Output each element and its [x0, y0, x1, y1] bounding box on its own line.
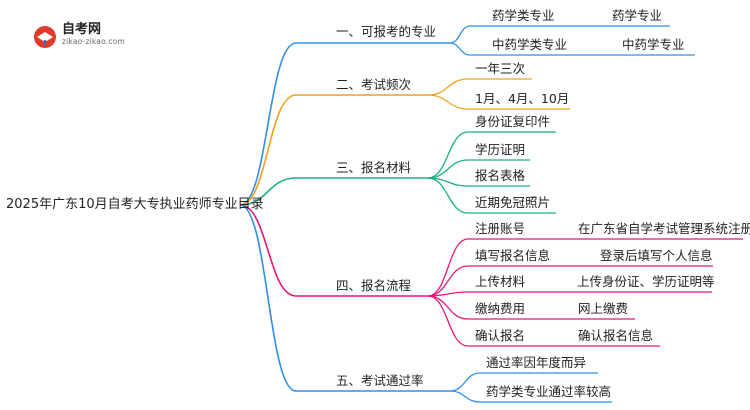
b3-child-1: 身份证复印件: [475, 114, 551, 129]
root-topic: 2025年广东10月自考大专执业药师专业目录: [6, 197, 264, 212]
branch-b5-label: 五、考试通过率: [336, 373, 424, 388]
connector-b2-c1: [427, 78, 532, 96]
connector-b3-c4: [427, 177, 556, 214]
connector-b5-c1: [449, 372, 598, 392]
site-logo: 自考网 zikao-zikao.com: [16, 18, 156, 58]
b5-child-1: 通过率因年度而异: [486, 355, 587, 370]
b4-child-4-note: 网上缴费: [578, 301, 629, 316]
branch-b2-label: 二、考试频次: [336, 77, 412, 92]
connector-b4-c5: [427, 295, 568, 347]
logo-subtitle: zikao-zikao.com: [62, 37, 125, 46]
connector-b3-c3: [427, 177, 530, 187]
logo-mark-icon: [34, 26, 56, 48]
b1-child-2-note: 中药学专业: [622, 37, 685, 52]
branch-b4-label: 四、报名流程: [336, 278, 412, 293]
b4-child-1-note: 在广东省自学考试管理系统注册: [578, 221, 750, 236]
b4-child-4: 缴纳费用: [475, 301, 526, 316]
connector-root-b3: [239, 177, 428, 206]
b4-child-5-note: 确认报名信息: [578, 328, 654, 343]
b1-child-1: 药学类专业: [492, 8, 555, 23]
connector-b4-c3: [427, 291, 568, 297]
connector-b4-c2: [427, 265, 580, 297]
logo-title: 自考网: [62, 22, 102, 37]
connector-b2-c2: [427, 94, 570, 110]
b5-child-2: 药学类专业通过率较高: [486, 384, 612, 399]
connector-root-b1: [239, 42, 450, 206]
b4-child-2: 填写报名信息: [475, 248, 551, 263]
b3-child-4: 近期免冠照片: [475, 195, 551, 210]
connector-b4-c1: [427, 238, 568, 297]
branch-b1-label: 一、可报考的专业: [336, 24, 437, 39]
connector-b3-c2: [427, 159, 530, 179]
b4-child-3: 上传材料: [475, 274, 526, 289]
connector-b5-c2: [449, 390, 612, 403]
connector-root-b4: [239, 204, 428, 297]
b1-child-1-note: 药学专业: [612, 8, 663, 23]
b4-child-2-note: 登录后填写个人信息: [600, 248, 713, 263]
b2-child-1: 一年三次: [475, 61, 526, 76]
b1-child-2: 中药学类专业: [492, 37, 568, 52]
b4-child-1: 注册账号: [475, 221, 526, 236]
b3-child-2: 学历证明: [475, 142, 526, 157]
connector-b3-c1: [427, 131, 556, 179]
connector-b1-c1: [449, 25, 565, 44]
b4-child-3-note: 上传身份证、学历证明等: [577, 274, 715, 289]
b4-child-5: 确认报名: [475, 328, 526, 343]
connector-root-b2: [239, 94, 428, 206]
b2-child-2: 1月、4月、10月: [475, 91, 570, 106]
branch-b3-label: 三、报名材料: [336, 160, 412, 175]
b3-child-3: 报名表格: [475, 168, 526, 183]
connector-root-b5: [239, 204, 450, 392]
connector-b1-c2: [449, 42, 580, 56]
